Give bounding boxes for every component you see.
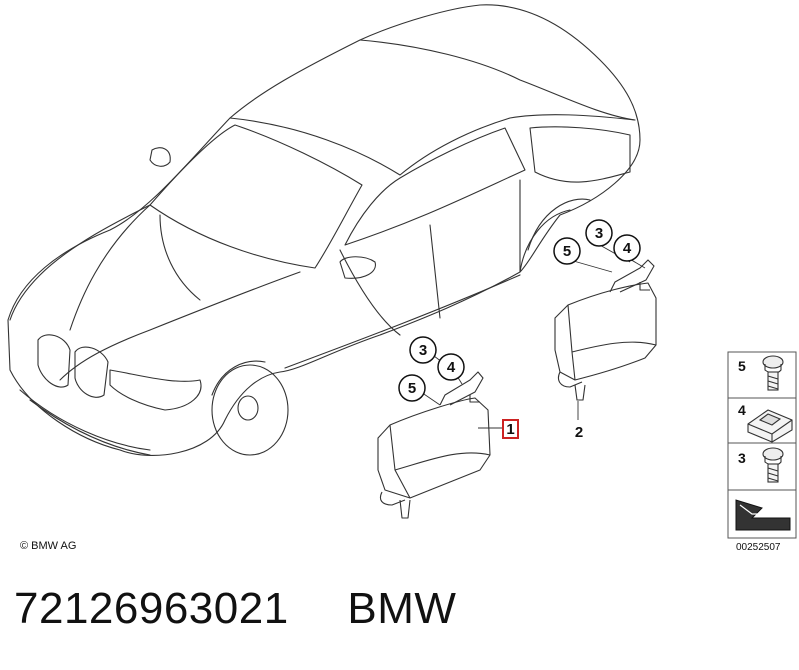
callout-5-right: 5 — [553, 237, 581, 265]
callout-3-left: 3 — [409, 336, 437, 364]
caption: 72126963021 BMW — [14, 584, 456, 640]
part-2-label: 2 — [575, 424, 583, 441]
callout-4-right: 4 — [613, 234, 641, 262]
screw-icon — [762, 355, 784, 391]
legend-item-4-label: 4 — [738, 402, 746, 418]
legend-item-5-label: 5 — [738, 358, 746, 374]
callout-5-left-label: 5 — [408, 380, 416, 397]
callout-3-left-label: 3 — [419, 342, 427, 359]
part-1-callout[interactable]: 1 — [502, 419, 519, 439]
copyright-label: © BMW AG — [20, 540, 77, 552]
screw-icon — [762, 447, 784, 483]
brand-name: BMW — [347, 584, 457, 633]
fastener-legend: 5 4 3 — [727, 351, 797, 539]
callout-5-left: 5 — [398, 374, 426, 402]
callout-3-right-label: 3 — [595, 225, 603, 242]
arrow-icon — [735, 499, 791, 531]
parts-diagram: 3 4 5 3 4 5 1 2 — [7, 4, 797, 539]
control-unit-right — [554, 259, 657, 420]
callout-4-right-label: 4 — [623, 240, 632, 257]
callout-group-left: 3 4 5 — [398, 336, 465, 406]
callout-4-left-label: 4 — [447, 359, 456, 376]
part-1-label: 1 — [506, 421, 514, 438]
clip-nut-icon — [747, 409, 793, 443]
car-illustration — [7, 4, 641, 456]
part-number: 72126963021 — [14, 584, 289, 633]
legend-item-3-label: 3 — [738, 450, 746, 466]
callout-5-right-label: 5 — [563, 243, 571, 260]
control-unit-left — [377, 371, 503, 519]
document-number: 00252507 — [736, 542, 781, 553]
callout-4-left: 4 — [437, 353, 465, 381]
callout-3-right: 3 — [585, 219, 613, 247]
callout-group-right: 3 4 5 — [553, 219, 646, 273]
